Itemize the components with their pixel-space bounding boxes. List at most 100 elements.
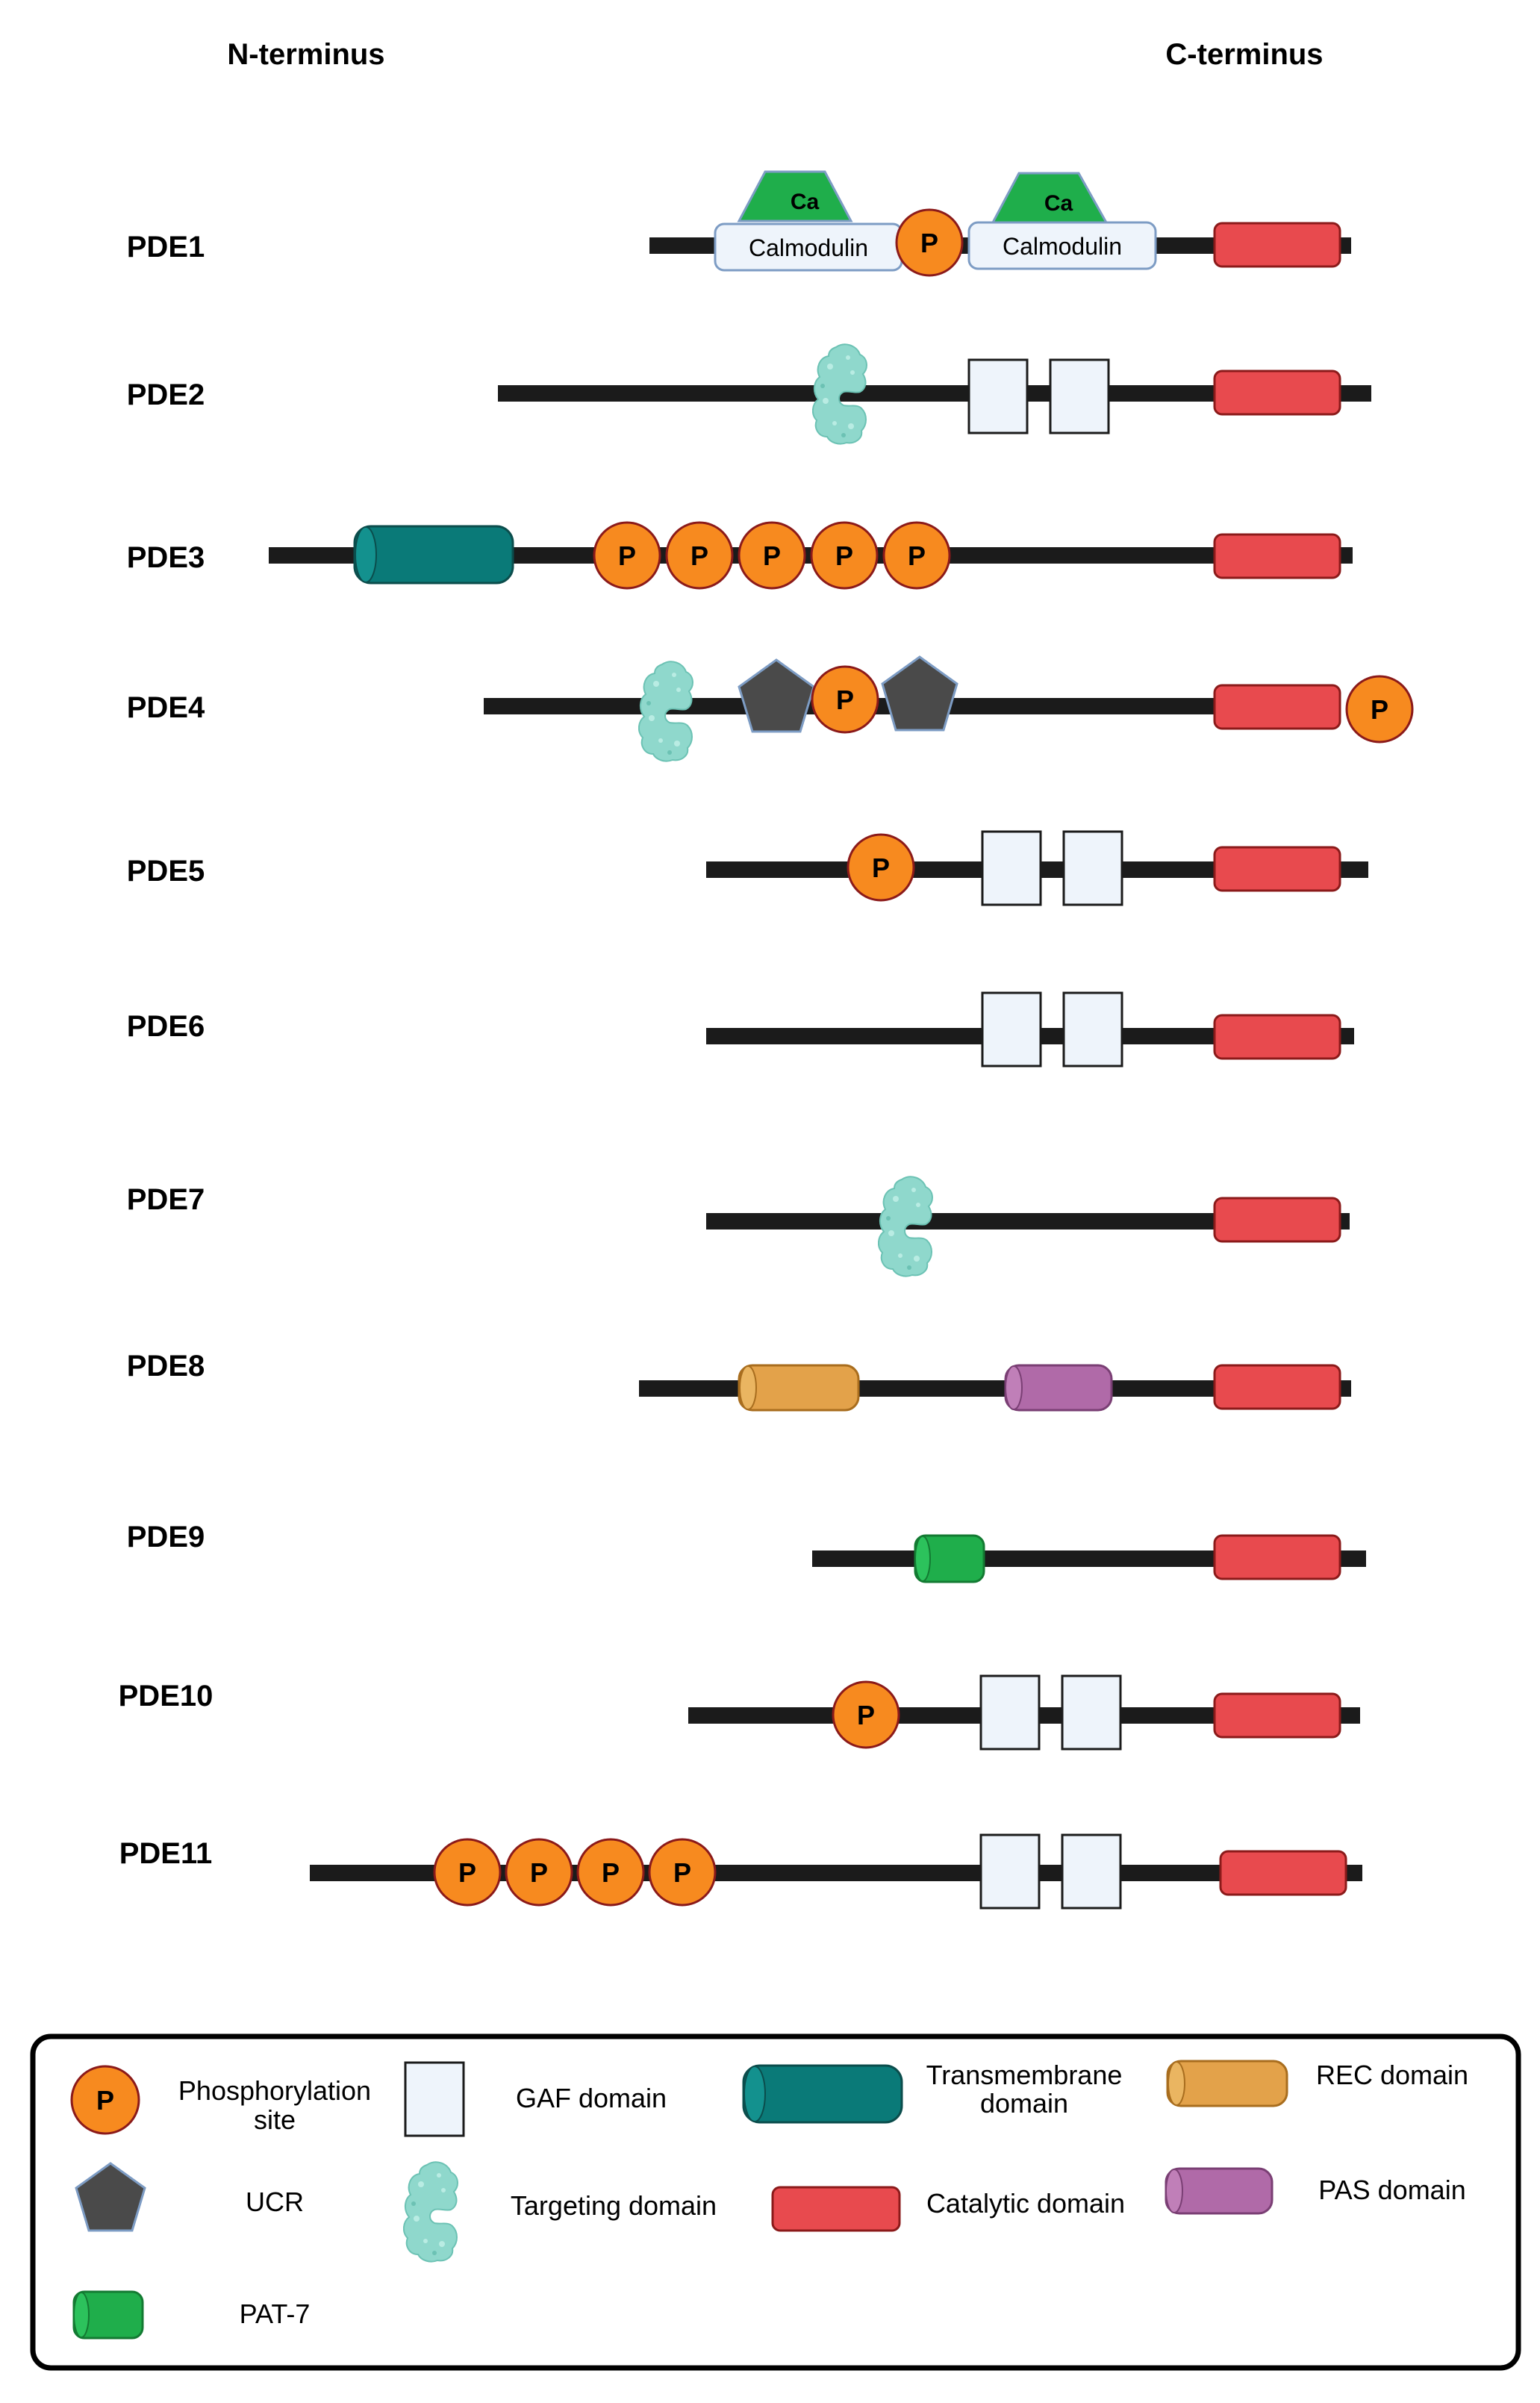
legend-ucr-icon xyxy=(75,2162,146,2232)
row-label-pde4: PDE4 xyxy=(127,691,205,724)
gaf-domain xyxy=(1062,830,1123,906)
svg-text:P: P xyxy=(673,1857,691,1888)
pde3-row: PDE3 P P P P P xyxy=(127,521,1353,590)
svg-text:P: P xyxy=(1371,694,1388,725)
row-label-pde5: PDE5 xyxy=(127,855,205,888)
legend-transmembrane-label-2: domain xyxy=(980,2088,1068,2119)
gaf-domain xyxy=(981,830,1042,906)
pde11-row: PDE11 P P P P xyxy=(119,1833,1362,1910)
legend: P Phosphorylation site GAF domain Transm… xyxy=(30,2033,1521,2371)
pde2-row: PDE2 xyxy=(127,343,1371,445)
legend-rec-icon xyxy=(1166,2060,1288,2107)
row-label-pde3: PDE3 xyxy=(127,541,205,574)
pde10-row: PDE10 P xyxy=(119,1674,1360,1751)
catalytic-domain xyxy=(1213,1534,1341,1580)
row-label-pde6: PDE6 xyxy=(127,1010,205,1043)
pde7-row: PDE7 xyxy=(127,1176,1350,1277)
ca-triangle xyxy=(991,172,1109,224)
phosphorylation-site: P xyxy=(847,833,915,902)
gaf-domain xyxy=(979,1674,1041,1751)
phosphorylation-site: P xyxy=(648,1838,717,1907)
phosphorylation-site: P xyxy=(810,521,879,590)
legend-ucr-label: UCR xyxy=(246,2187,304,2217)
row-label-pde7: PDE7 xyxy=(127,1183,205,1216)
svg-text:P: P xyxy=(872,853,890,883)
catalytic-domain xyxy=(1213,846,1341,892)
pde9-row: PDE9 xyxy=(127,1521,1366,1583)
phosphorylation-site: P xyxy=(505,1838,573,1907)
phosphorylation-site: P xyxy=(832,1680,900,1749)
backbone xyxy=(498,385,1371,402)
pde1-row: PDE1 Calmodulin Ca Calmodulin Ca P xyxy=(127,170,1351,277)
row-label-pde2: PDE2 xyxy=(127,378,205,411)
svg-text:P: P xyxy=(618,540,636,571)
phosphorylation-site: P xyxy=(576,1838,645,1907)
calmodulin-label: Calmodulin xyxy=(749,234,868,261)
catalytic-domain xyxy=(1213,1364,1341,1410)
legend-phospho-label-2: site xyxy=(254,2104,296,2135)
gaf-domain xyxy=(1061,1674,1122,1751)
svg-text:P: P xyxy=(690,540,708,571)
catalytic-domain xyxy=(1213,1014,1341,1060)
gaf-domain xyxy=(1049,358,1110,434)
legend-gaf-icon xyxy=(404,2061,465,2137)
svg-text:P: P xyxy=(602,1857,620,1888)
row-label-pde9: PDE9 xyxy=(127,1521,205,1553)
gaf-domain xyxy=(967,358,1029,434)
gaf-domain xyxy=(981,991,1042,1068)
svg-text:P: P xyxy=(458,1857,476,1888)
svg-text:P: P xyxy=(857,1700,875,1730)
row-label-pde10: PDE10 xyxy=(119,1680,213,1712)
row-label-pde8: PDE8 xyxy=(127,1350,205,1383)
catalytic-domain xyxy=(1213,684,1341,730)
legend-pas-icon xyxy=(1165,2167,1274,2215)
row-label-pde1: PDE1 xyxy=(127,231,205,264)
pde6-row: PDE6 xyxy=(127,991,1354,1068)
phosphorylation-site: P xyxy=(738,521,806,590)
legend-catalytic-label: Catalytic domain xyxy=(926,2188,1125,2219)
legend-phospho-label: Phosphorylation xyxy=(178,2075,371,2106)
catalytic-domain xyxy=(1213,222,1341,268)
legend-transmembrane-label: Transmembrane xyxy=(926,2060,1123,2090)
ucr-pentagon xyxy=(881,655,958,732)
phosphorylation-site: P xyxy=(882,521,951,590)
pde5-row: PDE5 P xyxy=(127,830,1368,906)
phosphorylation-site: P xyxy=(811,665,879,734)
legend-targeting-label: Targeting domain xyxy=(511,2190,717,2221)
catalytic-domain xyxy=(1213,370,1341,416)
calmodulin-label: Calmodulin xyxy=(1003,233,1122,260)
legend-transmembrane-icon xyxy=(742,2064,903,2124)
ucr-pentagon xyxy=(738,658,815,733)
row-label-pde11: PDE11 xyxy=(119,1837,213,1870)
legend-rec-label: REC domain xyxy=(1316,2060,1468,2090)
svg-text:P: P xyxy=(920,228,938,258)
legend-pat7-icon xyxy=(72,2290,144,2340)
phosphorylation-site: P xyxy=(665,521,734,590)
gaf-domain xyxy=(1061,1833,1122,1910)
catalytic-domain xyxy=(1213,1692,1341,1739)
svg-text:P: P xyxy=(836,685,854,715)
legend-pas-label: PAS domain xyxy=(1318,2175,1465,2205)
pat7-domain xyxy=(914,1534,985,1583)
transmembrane-domain xyxy=(353,525,514,585)
catalytic-domain xyxy=(1219,1850,1347,1896)
rec-domain xyxy=(738,1364,860,1412)
legend-pat7-label: PAT-7 xyxy=(240,2298,311,2329)
catalytic-domain xyxy=(1213,1197,1341,1243)
ca-label: Ca xyxy=(791,190,820,214)
svg-text:P: P xyxy=(96,2085,114,2116)
pas-domain xyxy=(1004,1364,1113,1412)
backbone xyxy=(706,1213,1350,1229)
pde4-row: PDE4 P P xyxy=(127,655,1414,762)
gaf-domain xyxy=(979,1833,1041,1910)
phosphorylation-site: P xyxy=(1345,675,1414,744)
gaf-domain xyxy=(1062,991,1123,1068)
legend-phospho-icon: P xyxy=(70,2065,140,2135)
svg-text:P: P xyxy=(763,540,781,571)
phosphorylation-site: P xyxy=(895,208,964,277)
phosphorylation-site: P xyxy=(593,521,661,590)
legend-gaf-label: GAF domain xyxy=(516,2083,667,2113)
pde8-row: PDE8 xyxy=(127,1350,1351,1412)
